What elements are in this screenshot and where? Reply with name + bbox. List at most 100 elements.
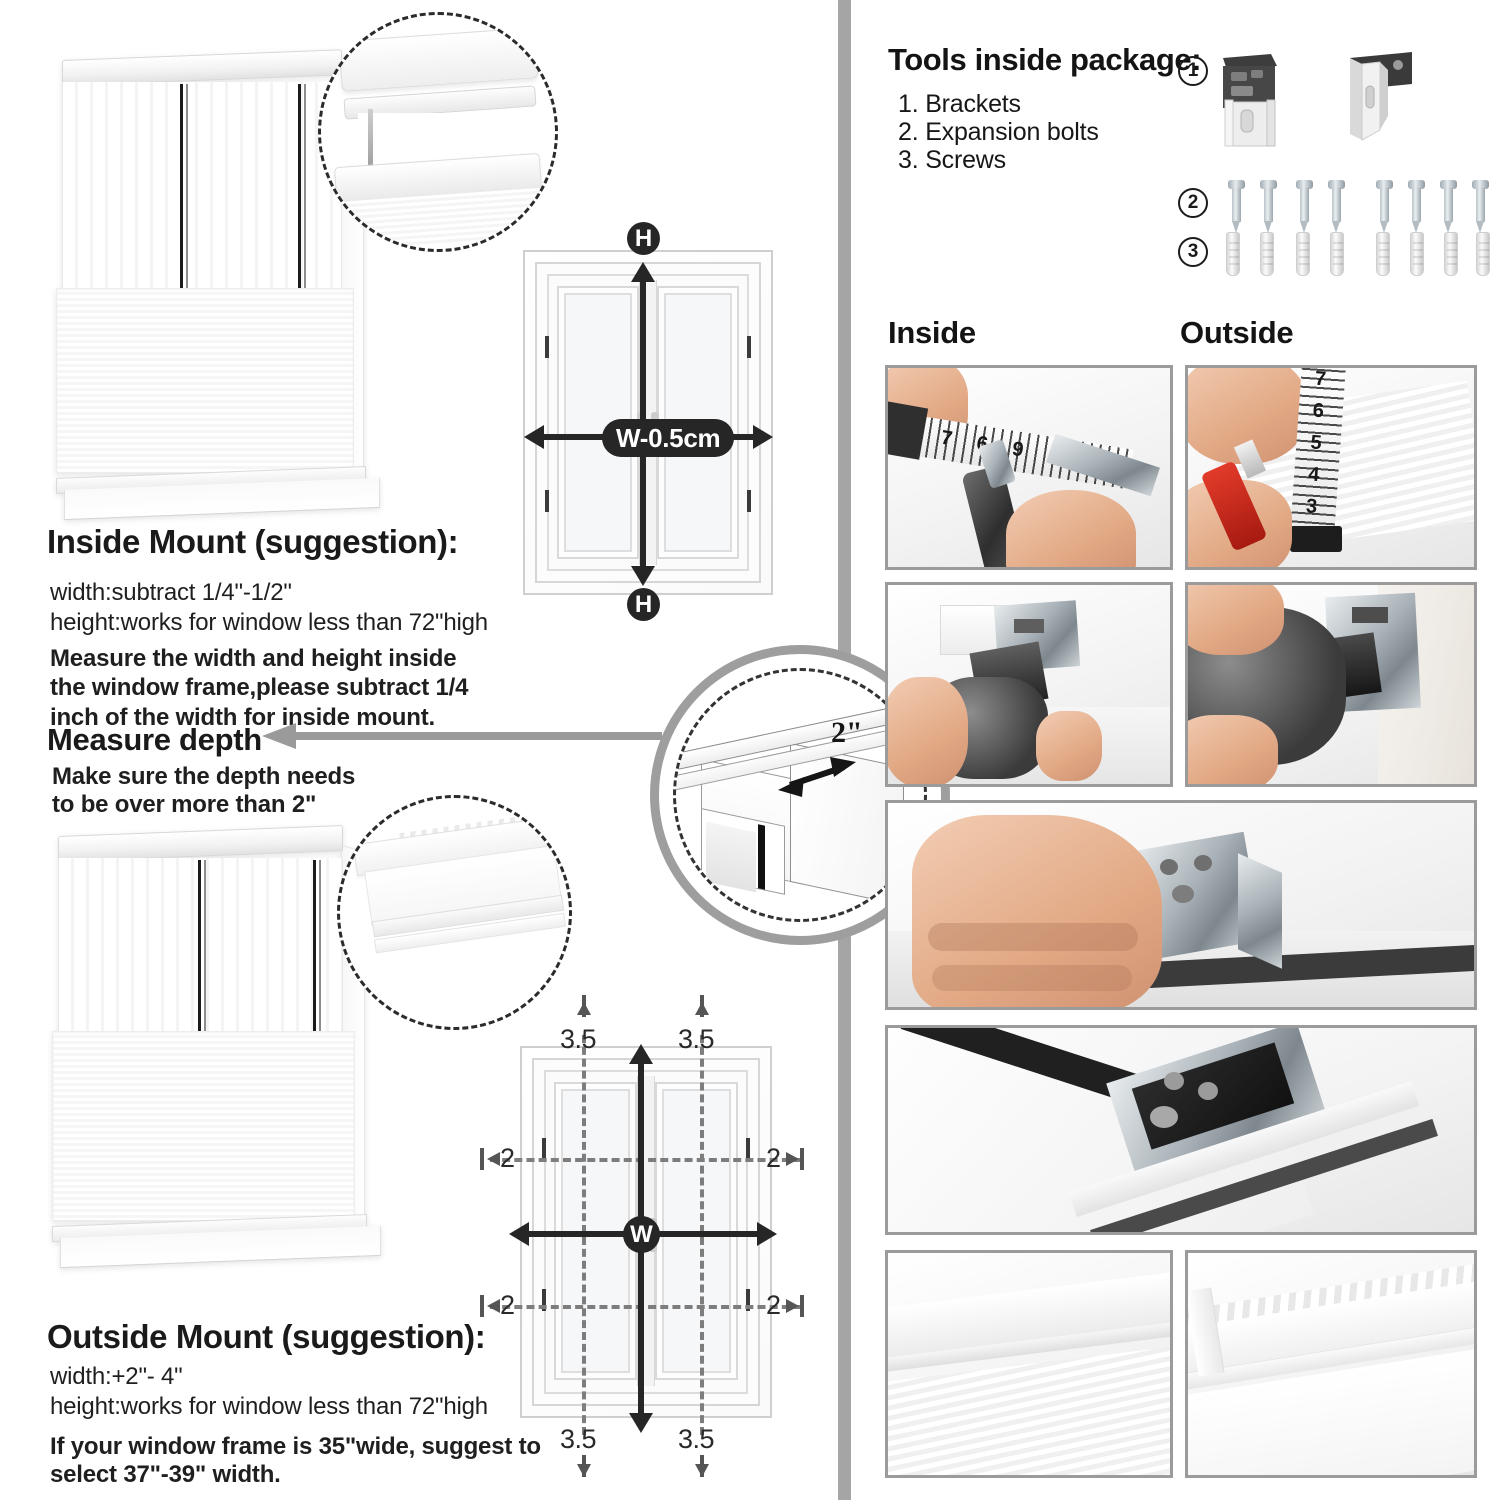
blind2-cord-left [198, 860, 201, 1036]
outside-tick-left-upper [480, 1148, 484, 1170]
bolt-body-7 [1444, 188, 1453, 222]
outside-measure-photo: 7 6 5 4 3 [1185, 365, 1477, 570]
tools-heading: Tools inside package: [888, 42, 1202, 77]
outside-dim-top-left: 3.5 [560, 1024, 597, 1054]
inside-mount-note: Measure the width and height inside the … [50, 645, 469, 731]
bolt-tip-2 [1264, 221, 1272, 233]
anchor-5 [1376, 232, 1390, 276]
window2-hinge-bottom-right [746, 1289, 750, 1311]
depth-detail-circle: 2" [650, 645, 950, 945]
width-arrow-head-right [753, 425, 773, 449]
measure-depth-heading: Measure depth [47, 722, 262, 757]
hand-shape [912, 815, 1162, 1007]
tape-number-5: 5 [1309, 431, 1323, 455]
bolt-body-5 [1380, 188, 1389, 222]
bolt-head-6 [1408, 180, 1425, 189]
outside-column-label: Outside [1180, 315, 1294, 350]
outside-mount-blind-illustration [52, 825, 381, 1269]
outside-mount-height-spec: height:works for window less than 72"hig… [50, 1393, 488, 1420]
inside-mount-height-spec: height:works for window less than 72"hig… [50, 609, 488, 636]
anchor-7 [1444, 232, 1458, 276]
outside-mount-width-spec: width:+2"- 4" [50, 1363, 183, 1390]
tools-marker-2: 2 [1178, 188, 1208, 218]
outside-mount-heading: Outside Mount (suggestion): [47, 1318, 486, 1355]
outside-width-arrow-head-left [509, 1222, 529, 1246]
bolt-body-3 [1300, 188, 1309, 222]
depth-dimension-arrow [778, 757, 856, 797]
bolt-tip-1 [1232, 221, 1240, 233]
tape-number-6: 6 [1311, 399, 1325, 423]
finger-crease-1 [928, 923, 1138, 951]
bracket-left-illustration [1215, 52, 1285, 152]
bolt-tip-8 [1476, 221, 1484, 233]
bracket-right-illustration [1340, 50, 1420, 150]
bracket-slot [1014, 619, 1044, 633]
window2-hinge-bottom-left [542, 1289, 546, 1311]
tools-marker-1: 1 [1178, 56, 1208, 86]
bolt-tip-6 [1412, 221, 1420, 233]
headrail-detail-photo [885, 1250, 1173, 1478]
window-hinge-bottom-right [747, 490, 751, 512]
bolt-body-8 [1476, 188, 1485, 222]
screws-anchors-group [1226, 232, 1496, 278]
bolt-body-6 [1412, 188, 1421, 222]
window-hinge-top-left [545, 336, 549, 358]
bolt-tip-5 [1380, 221, 1388, 233]
tape-number-4: 4 [1307, 463, 1321, 487]
valance-detail-content [340, 798, 569, 1027]
outside-tick-arrow-left-upper [487, 1152, 500, 1166]
tape-number-3: 3 [1305, 495, 1318, 519]
bolt-tip-7 [1444, 221, 1452, 233]
anchor-2 [1260, 232, 1274, 276]
inside-measure-photo: 8 7 6 9 [885, 365, 1173, 570]
hand-shape-2 [1188, 715, 1278, 784]
headrail-bracket-shape [367, 108, 373, 170]
bolt-tip-4 [1332, 221, 1340, 233]
bolt-tip-3 [1300, 221, 1308, 233]
outside-tick-arrow-top-left [577, 1002, 591, 1015]
blind-upper-slats [62, 82, 342, 297]
bracket-hole-2 [1198, 1082, 1218, 1100]
blind-cord-right-shadow [304, 84, 306, 294]
hand-shape-2 [1036, 711, 1102, 781]
outside-tick-right-lower [800, 1295, 804, 1317]
bracket-flange [1238, 853, 1282, 969]
outside-drill-photo [1185, 582, 1477, 787]
bracket-slot [1352, 607, 1388, 623]
bolt-head-8 [1472, 180, 1489, 189]
bracket-hole-1 [1160, 859, 1178, 875]
blind-cord-left-shadow [186, 84, 188, 294]
outside-dim-left-lower: 2 [500, 1290, 515, 1320]
bracket-hole-3 [1172, 885, 1194, 903]
inside-column-label: Inside [888, 315, 976, 350]
bolt-body-1 [1232, 188, 1241, 222]
outside-tick-arrow-right-upper [786, 1152, 799, 1166]
headrail-gap-shape [358, 113, 499, 165]
outside-dim-top-right: 3.5 [678, 1024, 715, 1054]
height-marker-top: H [627, 222, 660, 255]
anchor-6 [1410, 232, 1424, 276]
blind2-cord-right-shadow [319, 860, 321, 1036]
anchor-1 [1226, 232, 1240, 276]
bracket-hold-photo [885, 800, 1477, 1010]
bracket-hole-3 [1150, 1106, 1178, 1128]
expansion-bolts-group [1228, 180, 1489, 234]
inside-mount-heading: Inside Mount (suggestion): [47, 523, 459, 560]
height-arrow-head-top [631, 262, 655, 282]
valance-detail-circle [337, 795, 572, 1030]
blind-headrail [62, 49, 342, 86]
outside-dim-bottom-left: 3.5 [560, 1424, 597, 1454]
bolt-body-2 [1264, 188, 1273, 222]
headrail-detail-circle [318, 12, 558, 252]
outside-tick-arrow-bottom-right [695, 1464, 709, 1477]
blind-cellular-fabric [56, 288, 354, 473]
height-arrow-head-bottom [631, 566, 655, 586]
outside-mount-note-line1: If your window frame is 35"wide, suggest… [50, 1433, 541, 1460]
bolt-head-7 [1440, 180, 1457, 189]
window-hinge-bottom-left [545, 490, 549, 512]
blind2-cord-left-shadow [204, 860, 206, 1036]
outside-tick-arrow-top-right [695, 1002, 709, 1015]
outside-tick-left-lower [480, 1295, 484, 1317]
depth-detail-content [673, 668, 927, 922]
height-marker-bottom: H [627, 588, 660, 621]
